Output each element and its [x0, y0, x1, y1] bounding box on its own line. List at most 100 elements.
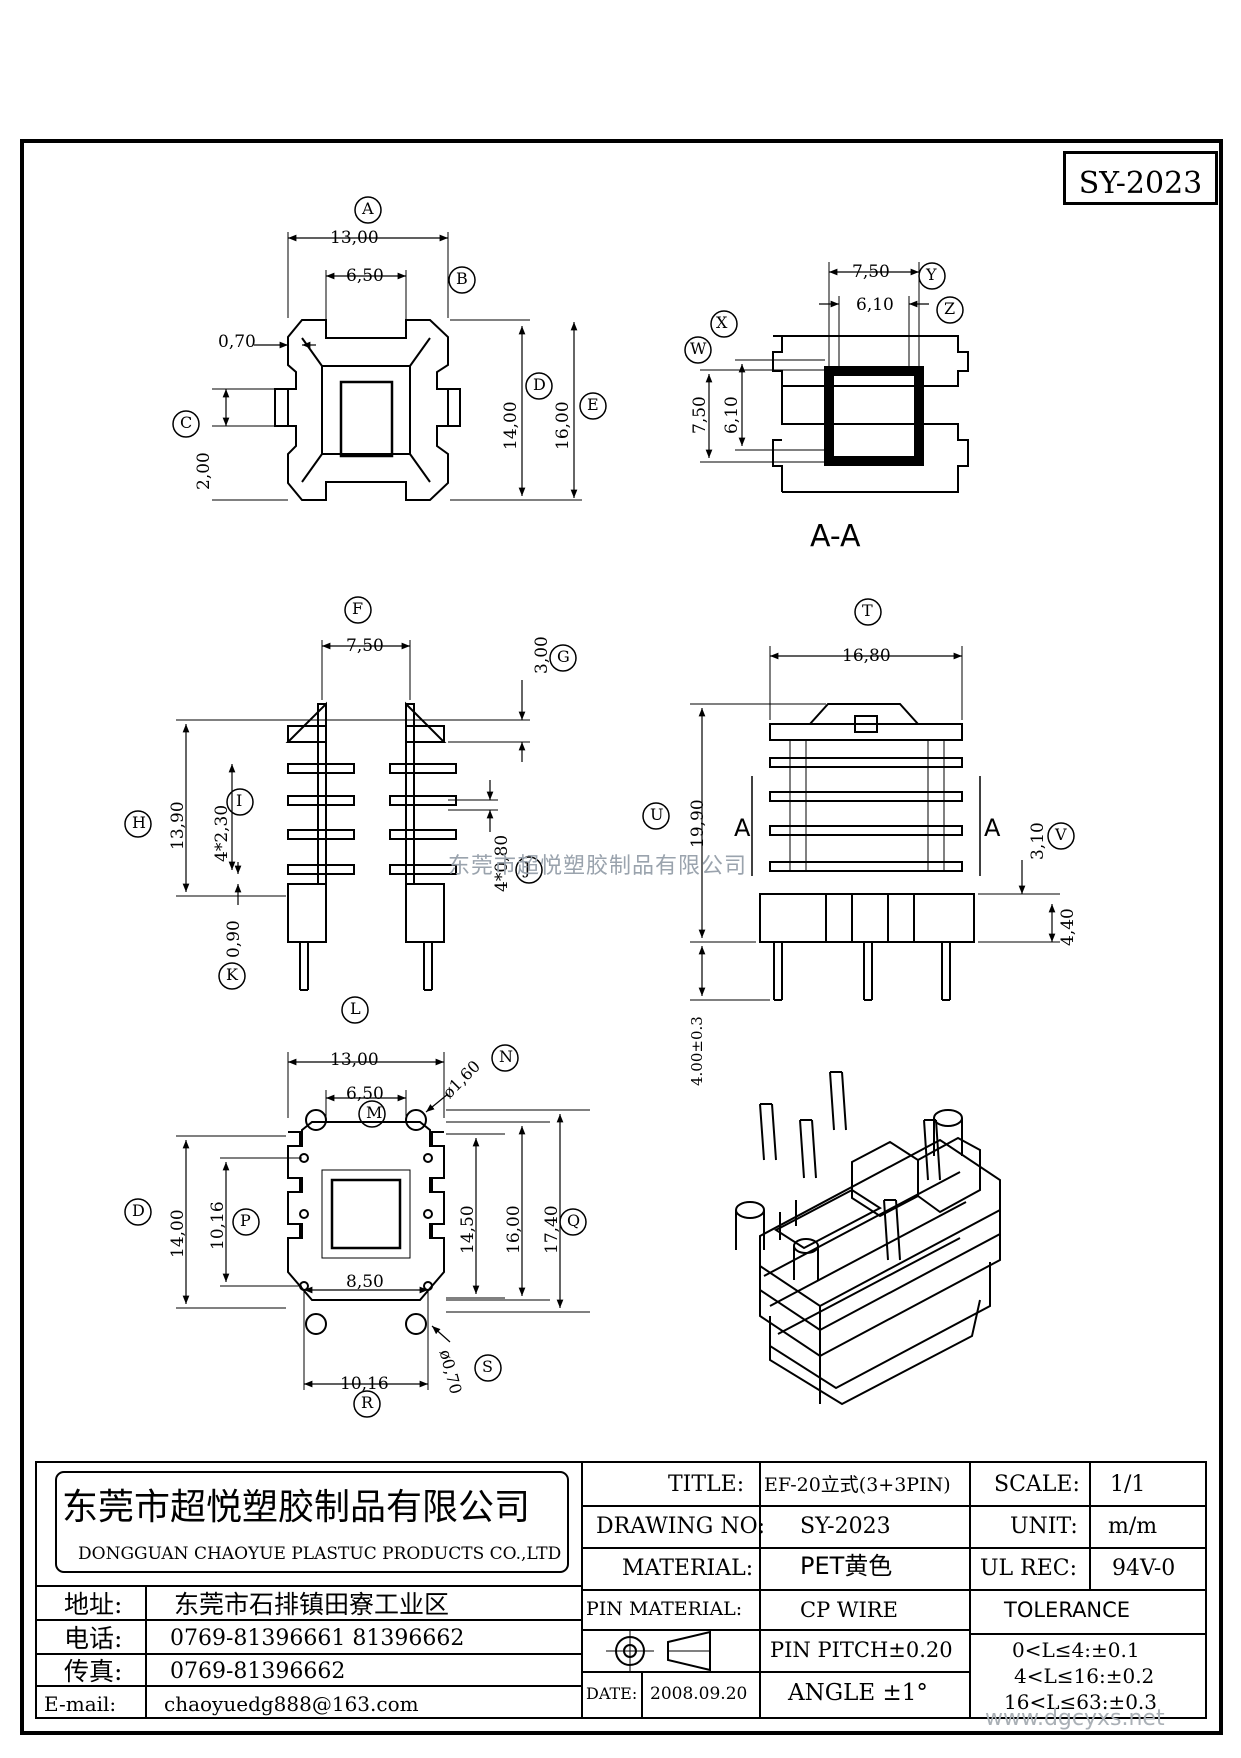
bottom-view: [176, 1052, 590, 1390]
unit-label: UNIT:: [1010, 1514, 1078, 1539]
callout-t: T: [862, 601, 873, 620]
material-value: PET黄色: [800, 1552, 893, 1580]
callout-z: Z: [944, 299, 956, 318]
top-view: [212, 232, 582, 501]
address-value: 东莞市石排镇田寮工业区: [174, 1590, 450, 1619]
callout-v: V: [1055, 825, 1067, 844]
dim-label: 4.00±0.3: [688, 1016, 706, 1086]
section-label: A-A: [810, 519, 861, 554]
callout-l: L: [350, 999, 361, 1018]
date-value: 2008.09.20: [650, 1684, 748, 1704]
front-view: [176, 640, 530, 991]
dim-label: 16,00: [504, 1205, 524, 1254]
callout-f: F: [352, 599, 364, 618]
drawing-no-label: DRAWING NO:: [596, 1514, 766, 1539]
company-name-cn: 东莞市超悦塑胶制品有限公司: [62, 1487, 531, 1528]
dim-label: 14,00: [501, 401, 521, 450]
tolerance-row: 4<L≤16:±0.2: [1014, 1664, 1155, 1688]
title-block-grid: [35, 1461, 1207, 1719]
callout-w: W: [690, 339, 707, 358]
site-watermark: www.dgcyxs.net: [985, 1706, 1165, 1731]
dim-label: 7,50: [346, 636, 384, 656]
drawing-no-value: SY-2023: [800, 1514, 891, 1539]
drawing-number: SY-2023: [1078, 166, 1203, 201]
dim-label: 13,00: [330, 1050, 379, 1070]
dim-label: 16,00: [553, 401, 573, 450]
dim-label: 14,00: [168, 1209, 188, 1258]
dim-label: 10,16: [208, 1201, 228, 1250]
dim-label: 8,50: [346, 1272, 384, 1292]
pin-material-label: PIN MATERIAL:: [586, 1598, 743, 1620]
material-label: MATERIAL:: [622, 1556, 754, 1581]
callout-c: C: [180, 413, 193, 432]
dim-label: 4,40: [1058, 908, 1078, 946]
unit-value: m/m: [1108, 1514, 1158, 1539]
tolerance-row: 0<L≤4:±0.1: [1012, 1638, 1140, 1662]
dim-label: 13,00: [330, 228, 379, 248]
dim-label: 3,00: [532, 636, 552, 674]
sheet-border: [20, 139, 1223, 1735]
dim-label: 16,80: [842, 646, 891, 666]
address-label: 地址:: [64, 1590, 123, 1619]
dim-label: 7,50: [852, 262, 890, 282]
scale-value: 1/1: [1110, 1472, 1146, 1497]
dim-label: 13,90: [168, 801, 188, 850]
dim-label: 6,50: [346, 266, 384, 286]
dim-label: 10,16: [340, 1374, 389, 1394]
callout-h: H: [132, 813, 146, 832]
callout-b: B: [456, 269, 468, 288]
callout-y: Y: [926, 265, 937, 284]
company-name-en: DONGGUAN CHAOYUE PLASTUC PRODUCTS CO.,LT…: [78, 1544, 562, 1564]
callout-i: I: [236, 791, 243, 810]
ul-label: UL REC:: [980, 1556, 1078, 1581]
dim-label: 6,50: [346, 1084, 384, 1104]
callout-u: U: [650, 805, 664, 824]
callout-d: D: [533, 375, 546, 394]
dim-label: 2,00: [194, 452, 214, 490]
dim-label: 3,10: [1028, 822, 1048, 860]
callout-s: S: [482, 1357, 493, 1376]
dim-label: 6,10: [722, 396, 742, 434]
side-view: [690, 646, 1060, 1001]
email-label: E-mail:: [44, 1692, 117, 1716]
callout-circles: [124, 196, 1075, 1418]
watermark: 东莞市超悦塑胶制品有限公司: [448, 854, 748, 879]
tolerance-label: TOLERANCE: [1004, 1598, 1131, 1622]
callout-e: E: [587, 395, 599, 414]
callout-n: N: [499, 1047, 513, 1066]
ul-value: 94V-0: [1112, 1556, 1176, 1581]
section-view: [700, 262, 969, 493]
fax-label: 传真:: [64, 1657, 123, 1686]
section-mark-left: A: [734, 814, 751, 842]
phone-label: 电话:: [64, 1624, 123, 1653]
callout-x: X: [716, 313, 728, 332]
callout-a: A: [362, 199, 374, 218]
email-value: chaoyuedg888@163.com: [164, 1692, 419, 1716]
phone-value: 0769-81396661 81396662: [170, 1626, 465, 1651]
callout-g: G: [557, 647, 570, 666]
dim-label: 19,90: [688, 799, 708, 848]
pin-pitch: PIN PITCH±0.20: [770, 1638, 953, 1662]
callout-j: J: [524, 859, 531, 878]
tolerance-row: 16<L≤63:±0.3: [1004, 1690, 1157, 1714]
isometric-view: [735, 1071, 1001, 1406]
dim-label: 6,10: [856, 295, 894, 315]
callout-d-bottom: D: [132, 1201, 145, 1220]
callout-k: K: [226, 965, 238, 984]
callout-m: M: [366, 1103, 383, 1122]
dim-label: 0,70: [218, 332, 256, 352]
title-value: EF-20立式(3+3PIN): [764, 1474, 951, 1496]
callout-r: R: [361, 1393, 374, 1412]
angle-tolerance: ANGLE ±1°: [788, 1680, 928, 1706]
drawing-number-box: SY-2023: [1063, 151, 1218, 205]
fax-value: 0769-81396662: [170, 1659, 346, 1684]
date-label: DATE:: [586, 1684, 638, 1703]
callout-q: Q: [567, 1211, 581, 1230]
scale-label: SCALE:: [994, 1472, 1080, 1497]
dim-label: 17,40: [542, 1205, 562, 1254]
callout-p: P: [240, 1211, 251, 1230]
dim-label: 7,50: [690, 396, 710, 434]
section-mark-right: A: [984, 814, 1001, 842]
